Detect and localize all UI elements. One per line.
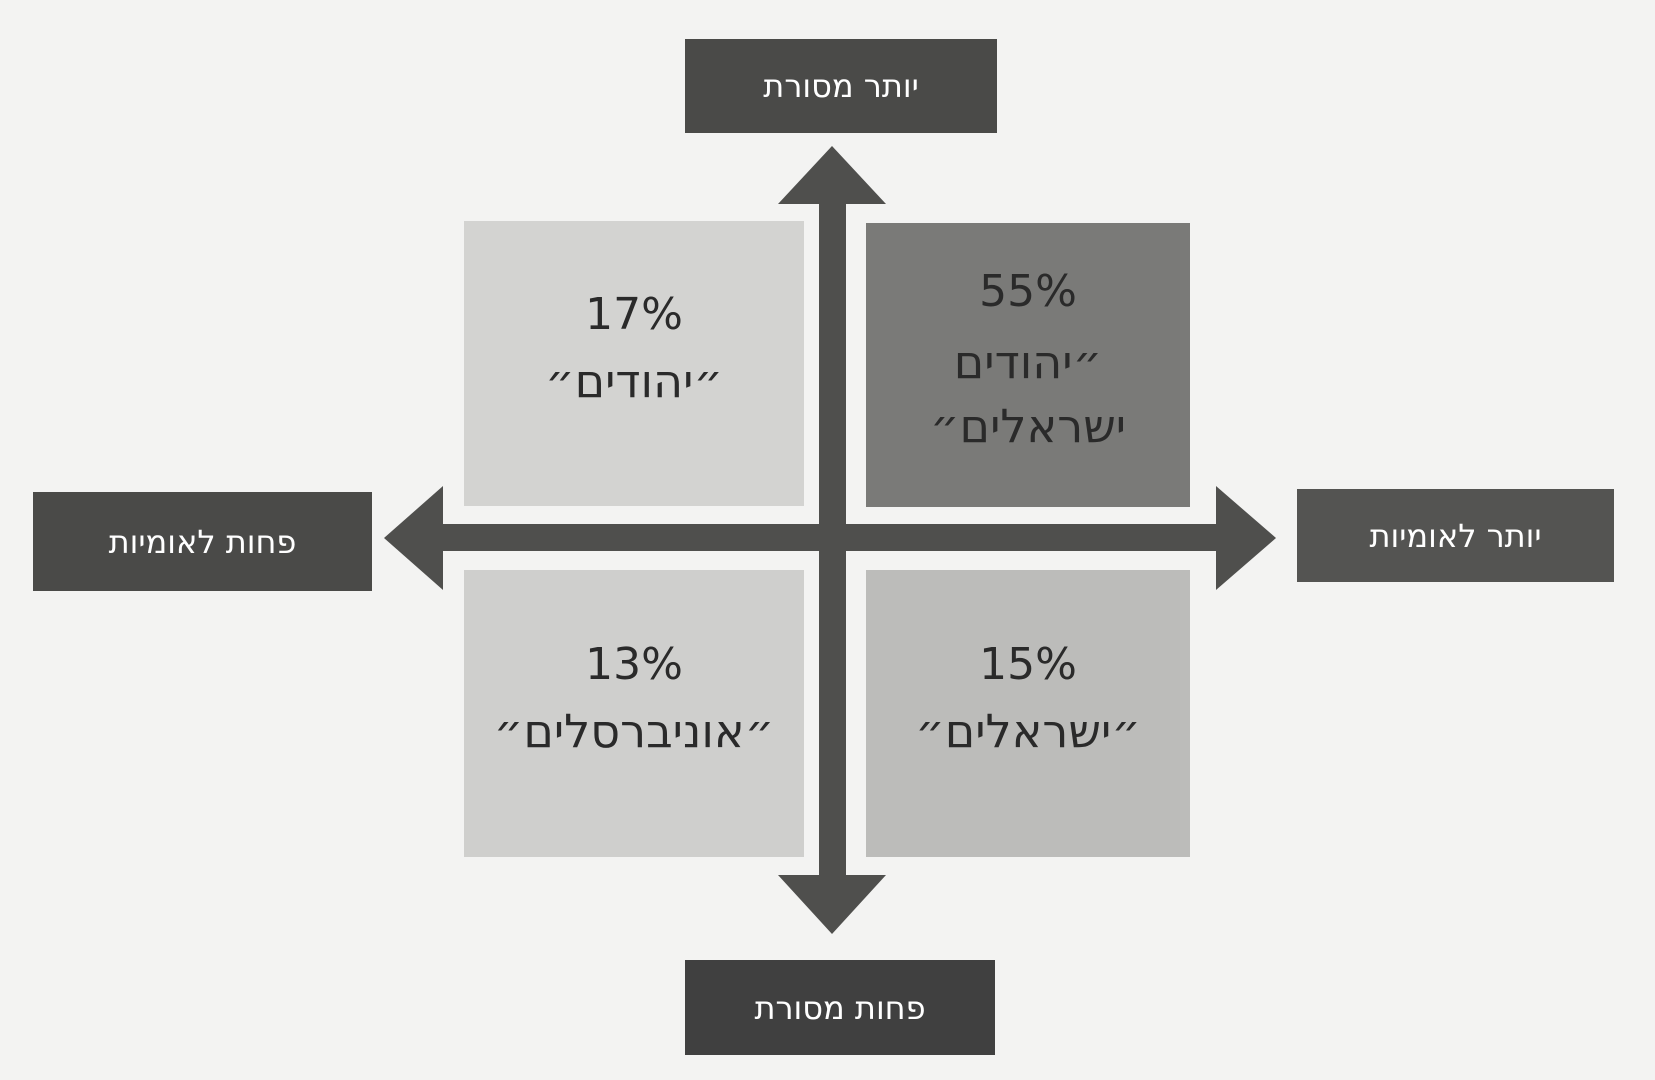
- horizontal-axis-shaft: [432, 524, 1222, 551]
- quadrant-top-right-percent: 55%: [979, 266, 1077, 317]
- quadrant-top-left-percent: 17%: [585, 288, 683, 340]
- quadrant-top-left: 17% ״יהודים״: [464, 221, 804, 506]
- quadrant-bottom-left-percent: 13%: [585, 638, 683, 690]
- quadrant-bottom-right-percent: 15%: [979, 638, 1077, 690]
- arrow-right-icon: [1216, 486, 1276, 590]
- quadrant-top-left-label: ״יהודים״: [544, 353, 724, 408]
- arrow-down-icon: [778, 875, 886, 934]
- axis-label-top: יותר מסורת: [685, 39, 997, 133]
- quadrant-bottom-left: 13% ״אוניברסלים״: [464, 570, 804, 857]
- quadrant-bottom-right: 15% ״ישראלים״: [866, 570, 1190, 857]
- arrow-left-icon: [384, 486, 443, 590]
- axis-label-bottom: פחות מסורת: [685, 960, 995, 1055]
- axis-label-right: יותר לאומיות: [1297, 489, 1614, 582]
- horizontal-axis: [432, 524, 1222, 551]
- axis-label-left: פחות לאומיות: [33, 492, 372, 591]
- quadrant-bottom-right-label: ״ישראלים״: [915, 703, 1141, 758]
- quadrant-top-right-label: ״יהודים ישראלים״: [929, 335, 1127, 453]
- quadrant-top-right: 55% ״יהודים ישראלים״: [866, 223, 1190, 507]
- quadrant-bottom-left-label: ״אוניברסלים״: [493, 703, 775, 758]
- arrow-up-icon: [778, 146, 886, 204]
